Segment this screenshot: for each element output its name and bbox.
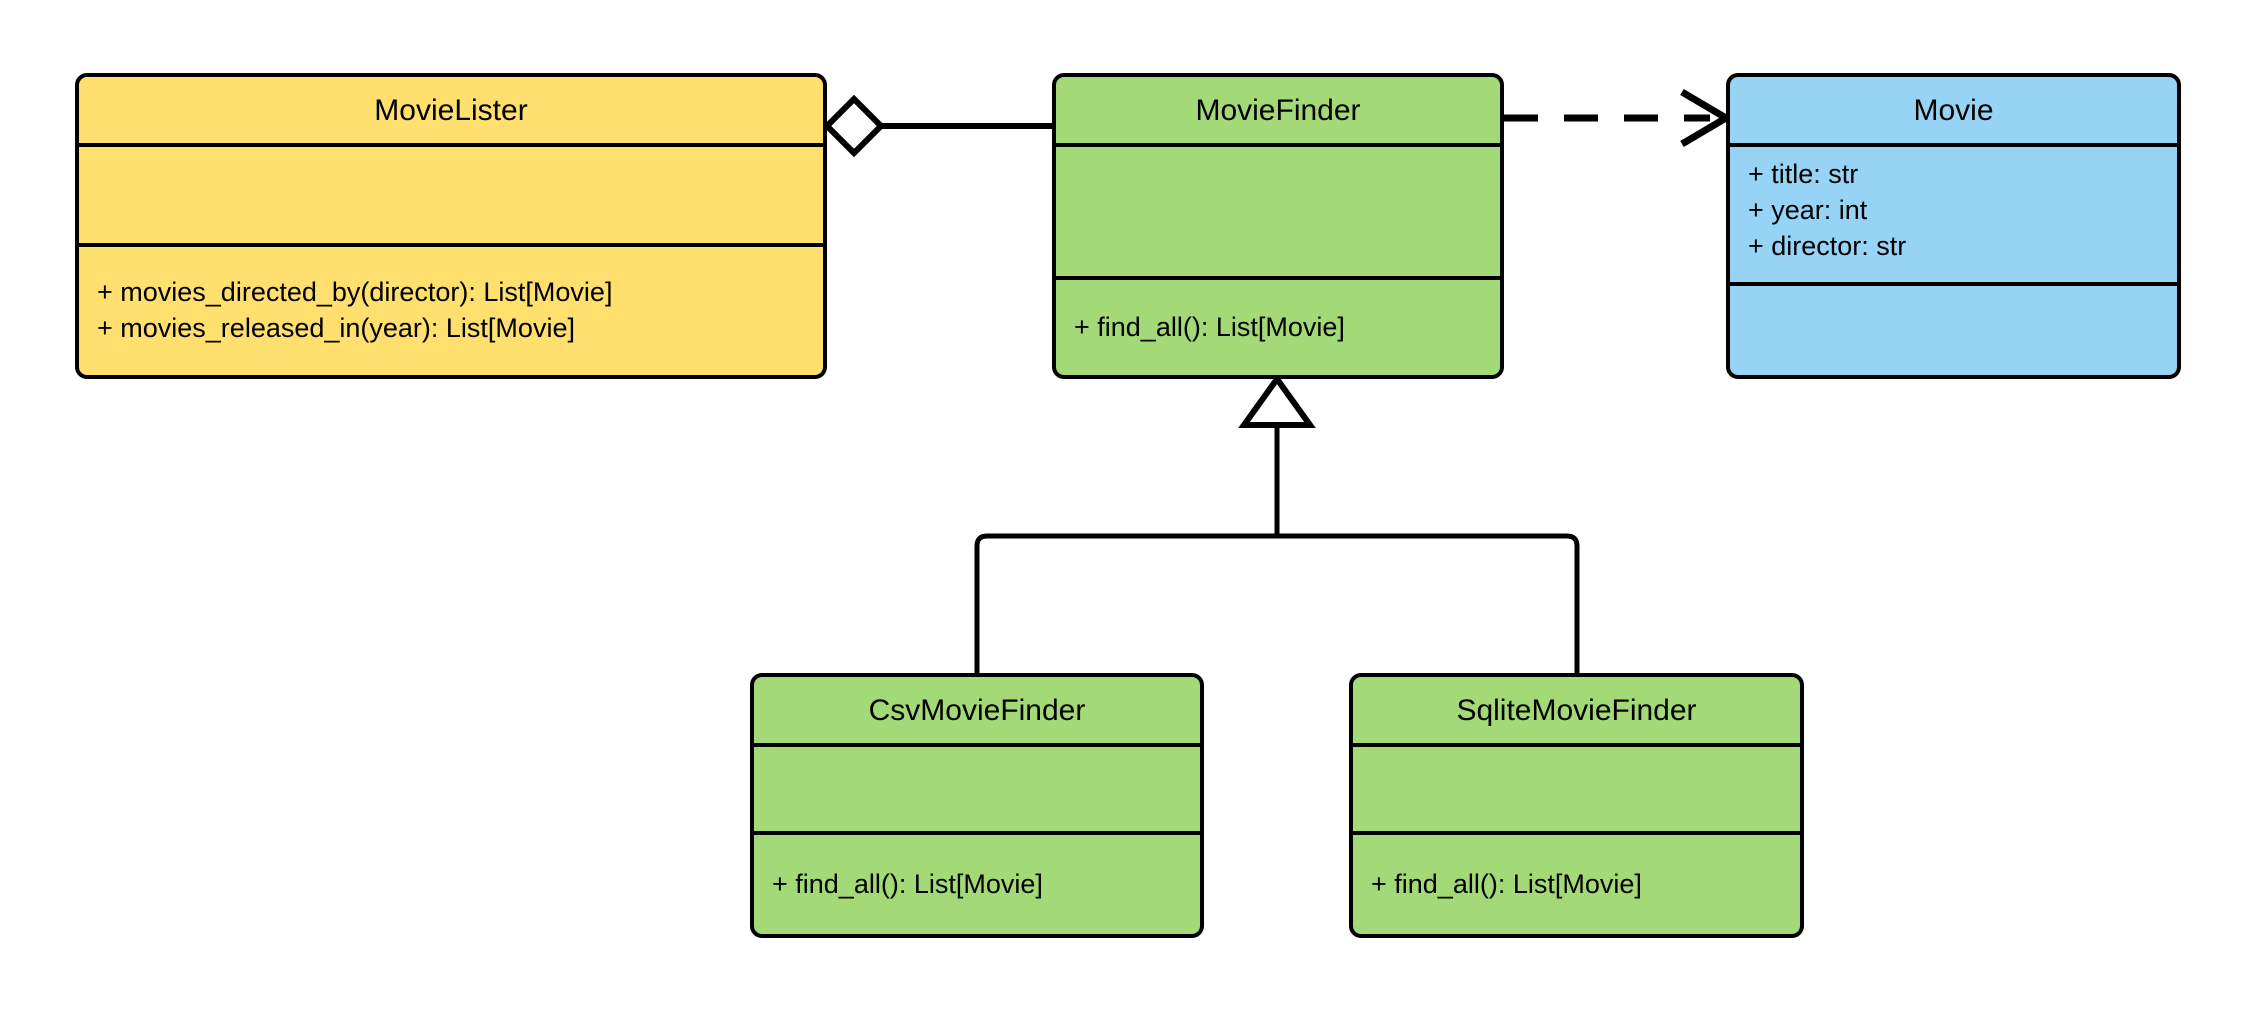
class-box-movie[interactable]: Movie + title: str + year: int + directo… — [1726, 73, 2181, 379]
class-name-moviefinder: MovieFinder — [1195, 93, 1361, 127]
class-box-sqlitemoviefinder[interactable]: SqliteMovieFinder + find_all(): List[Mov… — [1349, 673, 1804, 938]
class-attributes-sqlitemoviefinder — [1353, 743, 1800, 831]
class-name-sqlitemoviefinder: SqliteMovieFinder — [1456, 693, 1697, 727]
hollow-diamond-icon — [822, 94, 886, 158]
class-methods-movie — [1730, 282, 2177, 375]
class-name-movie: Movie — [1913, 93, 1994, 127]
class-attributes-movielister — [79, 143, 823, 243]
class-method: + find_all(): List[Movie] — [1371, 868, 1642, 899]
class-method: + movies_released_in(year): List[Movie] — [97, 313, 575, 343]
class-attribute: + title: str — [1748, 159, 1859, 189]
hollow-triangle-icon — [1238, 373, 1316, 428]
generalization-connector — [974, 373, 1580, 673]
dependency-connector — [1504, 88, 1733, 148]
class-attributes-moviefinder — [1056, 143, 1500, 276]
class-box-moviefinder[interactable]: MovieFinder + find_all(): List[Movie] — [1052, 73, 1504, 379]
class-methods-movielister: + movies_directed_by(director): List[Mov… — [79, 243, 823, 375]
class-box-movielister[interactable]: MovieLister + movies_directed_by(directo… — [75, 73, 827, 379]
class-name-movielister: MovieLister — [374, 93, 528, 127]
class-method: + find_all(): List[Movie] — [1074, 311, 1345, 342]
class-attributes-csvmoviefinder — [754, 743, 1200, 831]
class-methods-moviefinder: + find_all(): List[Movie] — [1056, 276, 1500, 375]
class-attribute: + year: int — [1748, 194, 1868, 225]
class-methods-sqlitemoviefinder: + find_all(): List[Movie] — [1353, 831, 1800, 934]
class-method: + movies_directed_by(director): List[Mov… — [97, 277, 613, 308]
open-arrow-icon — [1680, 88, 1733, 148]
class-attributes-movie: + title: str + year: int + director: str — [1730, 143, 2177, 282]
class-box-csvmoviefinder[interactable]: CsvMovieFinder + find_all(): List[Movie] — [750, 673, 1204, 938]
class-method: + find_all(): List[Movie] — [772, 868, 1043, 899]
generalization-branch-bus — [974, 533, 1580, 673]
aggregation-connector — [822, 94, 1052, 158]
class-name-csvmoviefinder: CsvMovieFinder — [868, 693, 1086, 727]
class-attribute: + director: str — [1748, 230, 1907, 261]
class-methods-csvmoviefinder: + find_all(): List[Movie] — [754, 831, 1200, 934]
